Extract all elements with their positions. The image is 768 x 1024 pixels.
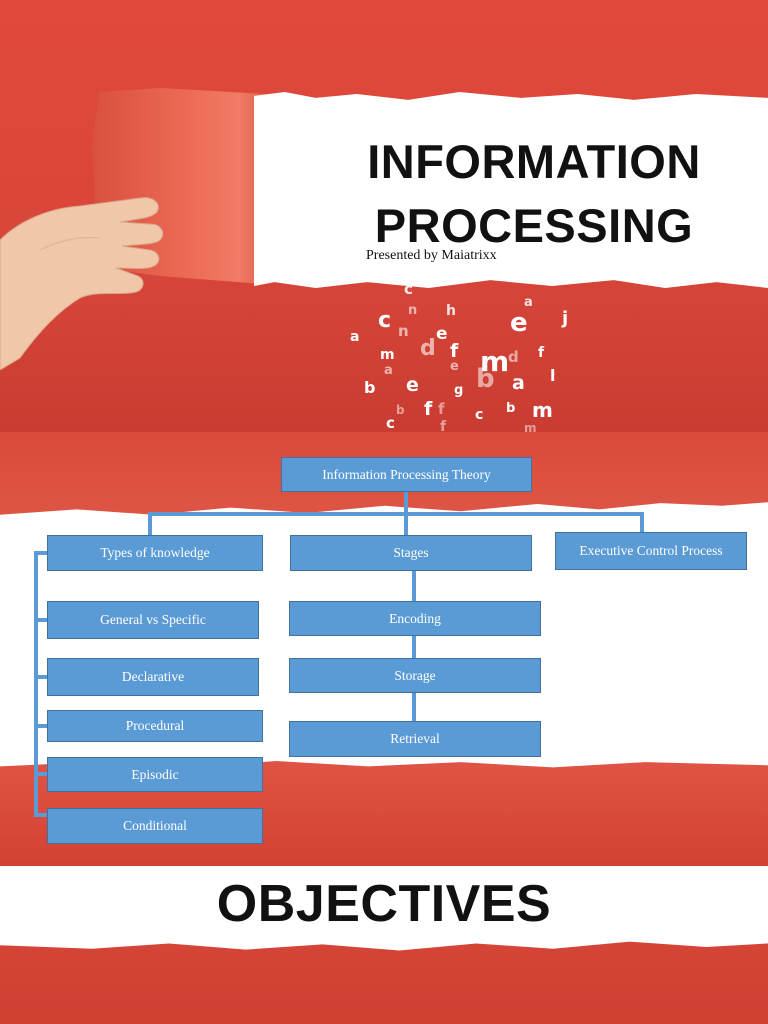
decorative-letter: f [440,419,447,432]
decorative-letter: f [450,340,459,362]
branch-types-of-knowledge: Types of knowledge [47,535,263,571]
hand-image [0,197,164,370]
decorative-letter: m [380,347,395,363]
title-slide: INFORMATION PROCESSING Presented by Maia… [0,0,768,432]
decorative-letter: j [562,308,569,329]
branch-executive-control: Executive Control Process [555,532,747,570]
diagram-slide: Information Processing Theory Types of k… [0,432,768,866]
presenter-credit: Presented by Maiatrixx [366,248,497,263]
title-line-1: INFORMATION [367,135,701,188]
decorative-letter: a [384,363,393,378]
decorative-letter: d [420,336,436,361]
torn-paper-strip [0,866,768,951]
torn-paper-strip [254,92,768,288]
node-general-vs-specific: General vs Specific [47,601,259,639]
decorative-letter: a [512,372,525,394]
node-declarative: Declarative [47,658,259,696]
decorative-letter: a [350,329,360,345]
decorative-letter: l [550,366,556,385]
diagram-connectors [34,490,644,817]
decorative-letter: e [406,374,419,396]
decorative-letter: b [364,378,376,397]
decorative-letter: c [386,414,395,432]
decorative-letter: a [524,295,533,310]
decorative-letter: b [476,364,495,394]
root-node: Information Processing Theory [281,457,532,492]
decorative-letter: e [450,359,459,374]
decorative-letter: g [454,383,464,398]
decorative-letter: c [475,407,484,423]
decorative-letter: e [436,324,448,344]
node-encoding: Encoding [289,601,541,636]
slide-title: INFORMATION PROCESSING [314,130,754,258]
node-procedural: Procedural [47,710,263,742]
node-episodic: Episodic [47,757,263,792]
decorative-letter: n [408,303,418,318]
branch-stages: Stages [290,535,532,571]
objectives-slide: OBJECTIVES [0,866,768,1024]
decorative-letter: n [398,322,409,340]
title-line-2: PROCESSING [374,199,694,252]
decorative-letter: f [438,400,445,418]
decorative-letter: c [378,308,392,333]
node-retrieval: Retrieval [289,721,541,757]
decorative-letter: e [510,308,528,338]
decorative-letter: f [538,345,545,361]
decorative-letter: b [506,401,516,416]
node-storage: Storage [289,658,541,693]
decorative-letter: m [524,421,537,432]
node-conditional: Conditional [47,808,263,844]
decorative-letter: c [404,280,413,298]
decorative-letter: f [424,398,433,420]
decorative-letter: m [480,345,510,378]
objectives-heading: OBJECTIVES [216,875,552,933]
decorative-letter: d [508,348,519,366]
decorative-letter: h [446,303,456,319]
decorative-letter: b [396,403,405,417]
decorative-letter: m [532,398,553,422]
